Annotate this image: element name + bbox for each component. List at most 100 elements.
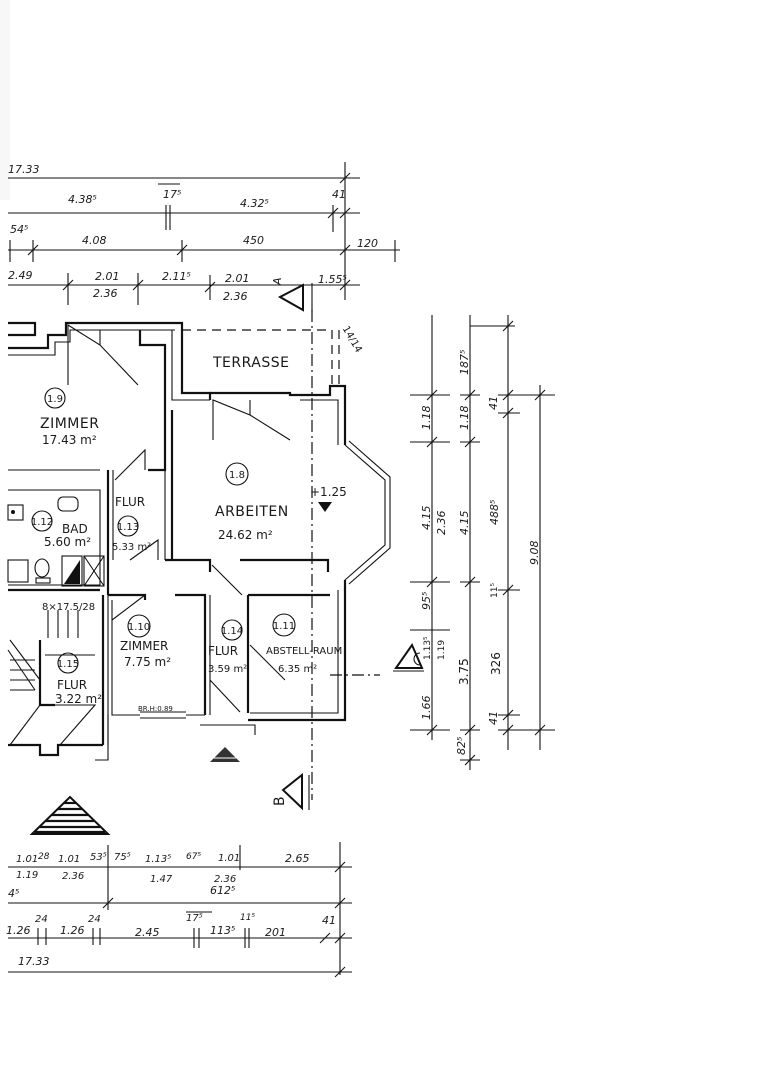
room-badge-1-8: [225, 462, 249, 486]
shaft-icon: [61, 555, 83, 587]
svg-text:4.15: 4.15: [458, 511, 471, 536]
dim-top-r2-b: 4.08: [82, 234, 107, 247]
svg-text:2.45: 2.45: [135, 926, 160, 939]
room-area-1-15: 3.22 m²: [55, 692, 102, 706]
room-name-1-9: ZIMMER: [40, 416, 99, 432]
svg-text:28: 28: [38, 852, 50, 862]
dim-top-r1-d: 41: [332, 188, 346, 201]
section-label-top: A: [271, 277, 284, 286]
room-badge-1-14: [221, 619, 243, 641]
svg-text:1.13: 1.13: [117, 522, 139, 533]
room-name-1-13: FLUR: [115, 495, 145, 509]
svg-text:24: 24: [35, 914, 48, 925]
hatched-triangle-icon: [29, 795, 111, 835]
door-swings: [67, 324, 291, 713]
svg-text:1.18: 1.18: [420, 406, 433, 431]
svg-text:2.65: 2.65: [285, 852, 310, 865]
room-name-1-10: ZIMMER: [120, 639, 168, 653]
shower-icon: [7, 504, 24, 521]
svg-text:1.19: 1.19: [16, 870, 38, 881]
svg-text:1.66: 1.66: [420, 696, 433, 721]
svg-text:17⁵: 17⁵: [186, 913, 203, 924]
room-name-1-11: ABSTELL-RAUM: [266, 646, 342, 657]
level-triangle-icon: [318, 502, 332, 512]
svg-text:326: 326: [489, 652, 503, 675]
svg-text:1.19: 1.19: [437, 640, 447, 660]
svg-text:1.01: 1.01: [16, 854, 38, 865]
svg-text:1.26: 1.26: [6, 924, 31, 937]
room-area-1-8: 24.62 m²: [218, 528, 273, 542]
svg-text:612⁵: 612⁵: [210, 884, 235, 897]
room-name-1-12: BAD: [62, 522, 88, 536]
dim-top-r1-a: 4.38⁵: [68, 193, 97, 206]
svg-text:17.33: 17.33: [18, 955, 50, 968]
svg-text:1.15: 1.15: [57, 659, 79, 670]
room-badge-1-13: [117, 515, 139, 537]
terrace-label: TERRASSE: [212, 355, 289, 371]
staircase: 8×17.5/28: [7, 602, 97, 746]
svg-text:1.10: 1.10: [128, 622, 150, 633]
room-badge-1-11: [272, 613, 296, 637]
svg-text:41: 41: [487, 396, 500, 410]
svg-text:1.18: 1.18: [458, 406, 471, 431]
room-badge-1-15: [57, 652, 79, 674]
svg-text:11⁵: 11⁵: [240, 913, 255, 923]
svg-text:4⁵: 4⁵: [8, 887, 19, 900]
svg-text:488⁵: 488⁵: [488, 500, 501, 525]
vent-shaft-icon: [83, 555, 105, 587]
svg-text:4.15: 4.15: [420, 506, 433, 531]
entrance-triangle-icon: [210, 747, 240, 762]
dim-top-r2-d: 120: [357, 237, 378, 250]
dim-top-r3-d: 2.11⁵: [162, 270, 191, 283]
toilet-icon: [34, 558, 50, 578]
room-area-1-10: 7.75 m²: [124, 655, 171, 669]
svg-text:201: 201: [265, 926, 286, 939]
svg-text:95⁵: 95⁵: [420, 592, 433, 610]
room-area-1-11: 6.35 m²: [278, 664, 317, 675]
svg-text:1.13⁵: 1.13⁵: [423, 636, 433, 660]
svg-text:41: 41: [322, 914, 336, 927]
dim-top-r3-a: 2.49: [8, 269, 33, 282]
room-name-1-15: FLUR: [57, 678, 87, 692]
svg-text:67⁵: 67⁵: [186, 852, 201, 862]
svg-text:1.47: 1.47: [150, 874, 173, 885]
markers: B: [29, 642, 424, 835]
dim-top-r3-c: 2.36: [93, 287, 118, 300]
svg-text:41: 41: [487, 711, 500, 725]
svg-text:1.26: 1.26: [60, 924, 85, 937]
svg-text:1.11: 1.11: [273, 621, 295, 632]
svg-text:9.08: 9.08: [528, 541, 541, 566]
bathroom-fixtures: [7, 496, 105, 587]
svg-text:3.75: 3.75: [457, 658, 471, 685]
room-badge-1-10: [127, 614, 151, 638]
dim-top-r3-b: 2.01: [95, 270, 120, 283]
dim-overall-top: 17.33: [8, 163, 40, 176]
window-sill-note: BR.H:0.89: [138, 705, 173, 713]
section-marker-a-top: [277, 283, 304, 312]
scan-edge: [0, 0, 10, 200]
svg-text:1.13⁵: 1.13⁵: [145, 854, 171, 865]
room-badge-1-9: [44, 387, 66, 409]
top-dimensions: 17.33 4.38⁵ 17⁵ 4.32⁵ 41 54⁵ 4.08 450 12…: [8, 162, 400, 312]
svg-text:11⁵: 11⁵: [490, 583, 500, 598]
section-label-b: B: [272, 796, 288, 806]
section-marker-b: [281, 772, 303, 811]
room-name-1-8: ARBEITEN: [215, 504, 289, 520]
stair-note: 8×17.5/28: [42, 602, 95, 613]
room-area-1-9: 17.43 m²: [42, 433, 97, 447]
svg-text:2.36: 2.36: [62, 871, 84, 882]
walls: [8, 321, 391, 761]
svg-text:1.01: 1.01: [218, 853, 240, 864]
dim-top-r3-e: 2.01: [225, 272, 250, 285]
svg-text:53⁵: 53⁵: [90, 852, 107, 863]
svg-text:1.12: 1.12: [31, 517, 53, 528]
bottom-dimensions: 1.01 28 1.01 53⁵ 75⁵ 1.13⁵ 67⁵ 1.01 2.65…: [6, 842, 352, 978]
dim-top-r3-f: 2.36: [223, 290, 248, 303]
svg-text:75⁵: 75⁵: [114, 852, 131, 863]
bathtub-icon: [7, 559, 29, 583]
terrace: TERRASSE 14/14: [182, 310, 364, 800]
room-area-1-14: 3.59 m²: [208, 664, 247, 675]
svg-text:1.14: 1.14: [221, 626, 243, 637]
svg-text:2.36: 2.36: [214, 874, 236, 885]
